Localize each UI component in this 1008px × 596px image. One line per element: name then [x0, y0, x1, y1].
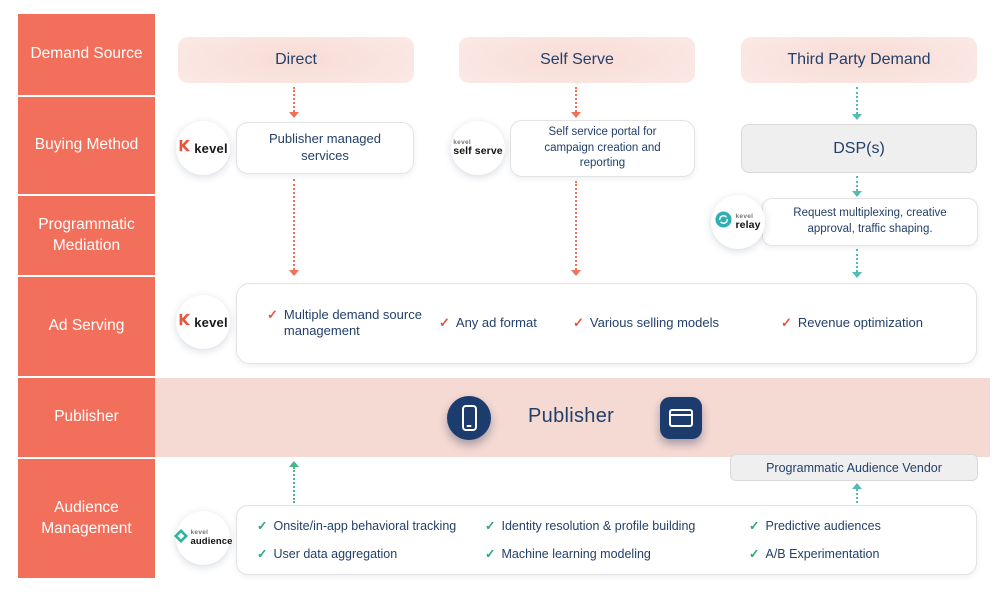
mobile-device-icon [447, 396, 491, 440]
publisher-label: Publisher [528, 405, 615, 427]
adserving-feature: ✓ Multiple demand source management [267, 307, 443, 340]
check-icon: ✓ [485, 519, 496, 533]
sidebar-label: Ad Serving [48, 317, 125, 335]
sidebar-row-demand-source: Demand Source [18, 14, 155, 95]
sidebar-label: Publisher [54, 408, 119, 426]
browser-glyph-icon [669, 409, 693, 427]
audience-feature: ✓ User data aggregation [257, 547, 397, 563]
node-publisher-managed-services: Publisher managed services [236, 122, 414, 174]
sidebar-row-audience-management: Audience Management [18, 459, 155, 578]
node-label: Self service portal for campaign creatio… [544, 126, 661, 170]
browser-window-icon [660, 397, 702, 439]
check-icon: ✓ [749, 547, 760, 561]
arrow-dsp-to-relay [852, 176, 862, 197]
self-serve-logo-badge: kevel self serve [451, 121, 505, 175]
header-direct: Direct [178, 37, 414, 83]
feature-label: Machine learning modeling [501, 547, 651, 561]
feature-label: Revenue optimization [797, 315, 923, 330]
arrow-portal-to-adserving [571, 181, 581, 276]
node-dsp: DSP(s) [741, 124, 977, 173]
kevel-logo-badge: kevel [176, 121, 230, 175]
audience-logo-badge: kevel audience [173, 511, 233, 565]
feature-label: Onsite/in-app behavioral tracking [273, 519, 457, 533]
header-third-party-demand: Third Party Demand [741, 37, 977, 83]
audience-feature: ✓ Identity resolution & profile building [485, 519, 695, 535]
header-label: Self Serve [540, 51, 614, 68]
check-icon: ✓ [267, 307, 278, 322]
relay-logo-text: relay [735, 219, 761, 231]
sidebar-row-ad-serving: Ad Serving [18, 277, 155, 376]
audience-feature: ✓ A/B Experimentation [749, 547, 879, 563]
adserving-feature: ✓ Revenue optimization [781, 315, 923, 331]
node-programmatic-audience-vendor: Programmatic Audience Vendor [730, 454, 978, 481]
node-ad-serving-features: ✓ Multiple demand source management ✓ An… [236, 283, 977, 364]
sidebar-row-buying-method: Buying Method [18, 97, 155, 194]
sidebar-row-publisher: Publisher [18, 378, 155, 457]
arrow-direct-to-buying [289, 87, 299, 118]
brand-small-text: kevel [190, 529, 209, 536]
feature-label: Any ad format [455, 315, 537, 330]
phone-glyph-icon [461, 405, 477, 431]
feature-label: User data aggregation [273, 547, 398, 561]
node-label: Programmatic Audience Vendor [766, 460, 942, 475]
feature-label: Predictive audiences [765, 519, 881, 533]
node-label: Publisher managed services [268, 131, 382, 163]
check-icon: ✓ [781, 315, 792, 330]
arrow-selfserve-to-portal [571, 87, 581, 118]
arrow-audience-to-vendor [852, 483, 862, 503]
check-icon: ✓ [573, 315, 584, 330]
feature-label: Multiple demand source management [283, 307, 422, 339]
audience-diamond-icon [173, 528, 188, 548]
brand-small-text: kevel [735, 212, 754, 220]
check-icon: ✓ [749, 519, 760, 533]
audience-logo-text: audience [190, 535, 233, 547]
check-icon: ✓ [439, 315, 450, 330]
feature-label: Identity resolution & profile building [501, 519, 696, 533]
self-serve-logo-text: self serve [453, 145, 503, 157]
check-icon: ✓ [257, 519, 268, 533]
sidebar-label: Audience Management [41, 498, 132, 537]
relay-logo-badge: kevel relay [711, 195, 765, 249]
header-label: Third Party Demand [787, 51, 931, 68]
check-icon: ✓ [485, 547, 496, 561]
relay-swirl-icon [715, 211, 733, 233]
sidebar-row-programmatic-mediation: Programmatic Mediation [18, 196, 155, 275]
feature-label: A/B Experimentation [765, 547, 880, 561]
feature-label: Various selling models [589, 315, 720, 330]
arrow-buying-to-adserving [289, 179, 299, 276]
audience-feature: ✓ Onsite/in-app behavioral tracking [257, 519, 456, 535]
node-self-service-portal: Self service portal for campaign creatio… [510, 120, 695, 177]
arrow-audience-to-publisher [289, 461, 299, 503]
adserving-feature: ✓ Any ad format [439, 315, 537, 331]
publisher-title: Publisher [528, 405, 614, 428]
arrow-relay-to-adserving [852, 249, 862, 278]
node-label: DSP(s) [833, 139, 885, 157]
sidebar-label: Programmatic Mediation [38, 215, 135, 254]
sidebar-label: Buying Method [34, 136, 139, 154]
header-label: Direct [275, 51, 317, 68]
kevel-logo-text: kevel [194, 140, 228, 156]
audience-feature: ✓ Predictive audiences [749, 519, 881, 535]
publisher-band [155, 378, 990, 457]
kevel-logo-text: kevel [194, 314, 228, 330]
check-icon: ✓ [257, 547, 268, 561]
sidebar-label: Demand Source [30, 45, 143, 63]
kevel-k-icon [178, 139, 191, 157]
arrow-thirdparty-to-dsp [852, 87, 862, 120]
node-audience-features: ✓ Onsite/in-app behavioral tracking ✓ Us… [236, 505, 977, 575]
adserving-feature: ✓ Various selling models [573, 315, 719, 331]
brand-small-text: kevel [453, 138, 472, 146]
node-label: Request multiplexing, creative approval,… [793, 207, 947, 235]
header-self-serve: Self Serve [459, 37, 695, 83]
kevel-logo-badge: kevel [176, 295, 230, 349]
audience-feature: ✓ Machine learning modeling [485, 547, 651, 563]
node-relay-description: Request multiplexing, creative approval,… [762, 198, 978, 246]
kevel-k-icon [178, 313, 191, 331]
